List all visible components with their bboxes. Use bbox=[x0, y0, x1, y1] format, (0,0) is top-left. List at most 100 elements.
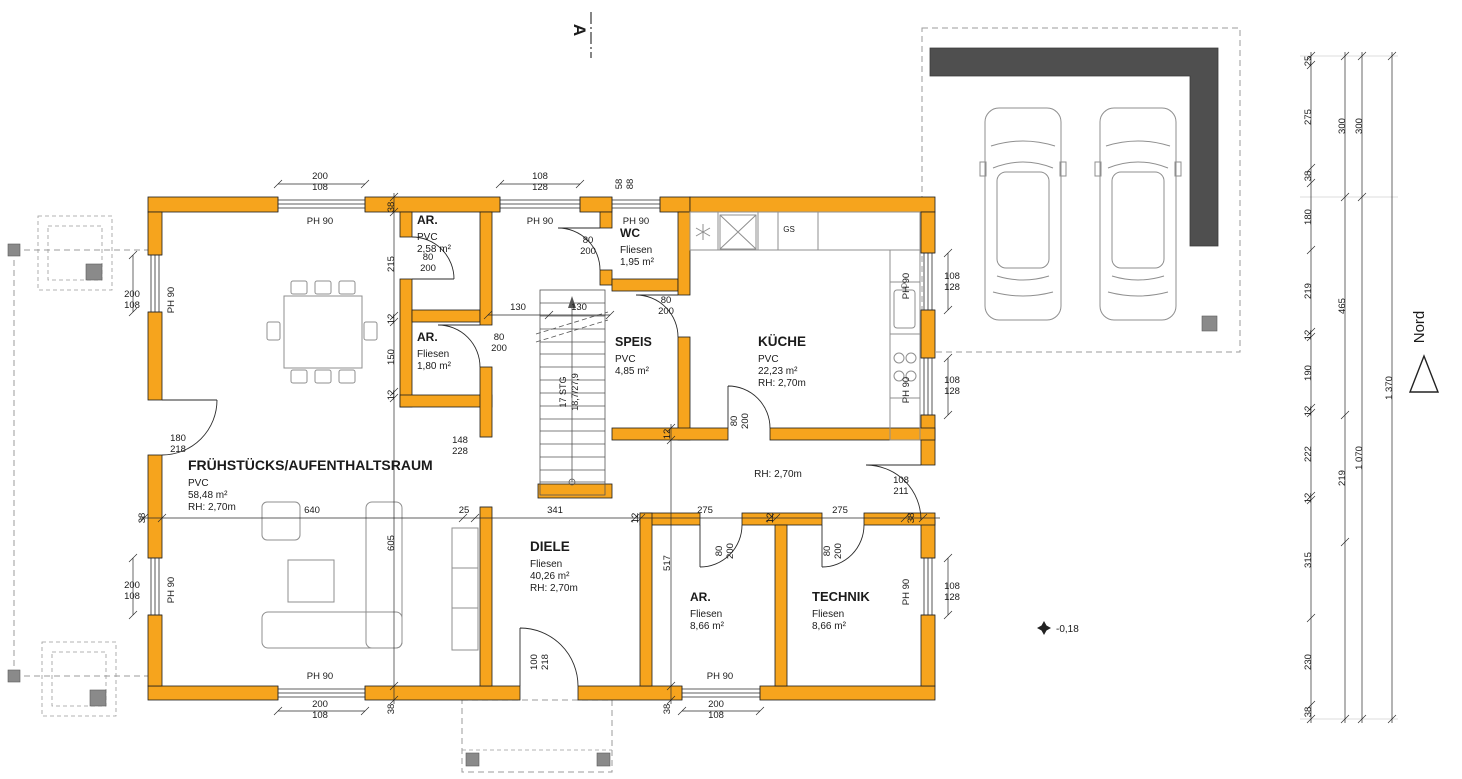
north-arrow: Nord bbox=[1408, 311, 1440, 393]
dim-label: 300 bbox=[1354, 118, 1365, 134]
room-detail: 2,58 m² bbox=[417, 244, 452, 255]
dim-label: 517 bbox=[662, 555, 673, 571]
room-detail: PVC bbox=[615, 354, 636, 365]
parapet-label: PH 90 bbox=[707, 671, 733, 682]
window bbox=[921, 557, 935, 616]
dim-label: 218 bbox=[170, 444, 186, 455]
dim-label: 148 bbox=[452, 435, 468, 446]
parapet-label: PH 90 bbox=[623, 216, 649, 227]
dim-label: 230 bbox=[1303, 654, 1314, 670]
room-detail: 8,66 m² bbox=[690, 621, 725, 632]
room-detail: PVC bbox=[188, 478, 209, 489]
dim-label: 12 bbox=[630, 513, 641, 524]
technik-door bbox=[821, 524, 865, 568]
dim-label: 108 bbox=[124, 300, 140, 311]
dining-table bbox=[283, 295, 363, 369]
room-detail: Fliesen bbox=[620, 245, 652, 256]
dim-label: 605 bbox=[386, 535, 397, 551]
dim-label: 200 bbox=[708, 699, 724, 710]
room-detail: RH: 2,70m bbox=[758, 378, 806, 389]
dim-label: 88 bbox=[625, 179, 636, 190]
room-name: FRÜHSTÜCKS/AUFENTHALTSRAUM bbox=[188, 457, 433, 473]
stove-burner bbox=[905, 370, 917, 382]
carport bbox=[921, 27, 1241, 353]
dim-label: 275 bbox=[832, 505, 848, 516]
doors bbox=[161, 227, 922, 687]
dim-label: 12 bbox=[386, 314, 397, 325]
room-detail: 1,80 m² bbox=[417, 361, 452, 372]
room-name: AR. bbox=[690, 590, 711, 604]
kitchen-counter bbox=[689, 211, 921, 251]
dim-label: 1 370 bbox=[1384, 376, 1395, 400]
coffee-table bbox=[287, 559, 335, 603]
dim-label: 1 070 bbox=[1354, 446, 1365, 470]
dim-label: 58 bbox=[614, 179, 625, 190]
carport-wall bbox=[929, 47, 1219, 247]
dim-label: 128 bbox=[532, 182, 548, 193]
furniture bbox=[261, 280, 479, 651]
armchair bbox=[261, 501, 301, 541]
stairs-label-2: 18,7/27,9 bbox=[570, 373, 580, 411]
terrace-post bbox=[7, 243, 21, 257]
room-detail: 8,66 m² bbox=[812, 621, 847, 632]
dim-label: 180 bbox=[1303, 209, 1314, 225]
terrace-outline bbox=[7, 215, 148, 717]
dim-label: 38 bbox=[1303, 707, 1314, 718]
car-icon bbox=[979, 107, 1067, 321]
dim-label: 190 bbox=[1303, 365, 1314, 381]
room-detail: 22,23 m² bbox=[758, 366, 798, 377]
porch-outline bbox=[461, 699, 613, 773]
parapet-label: PH 90 bbox=[527, 216, 553, 227]
room-detail: 1,95 m² bbox=[620, 257, 655, 268]
chair bbox=[266, 321, 281, 341]
window bbox=[921, 357, 935, 416]
north-arrow-icon bbox=[1408, 354, 1440, 393]
kitchen-door bbox=[727, 385, 771, 429]
parapet-label: PH 90 bbox=[307, 671, 333, 682]
dim-label: 200 bbox=[420, 263, 436, 274]
room-name: AR. bbox=[417, 213, 438, 227]
dim-label: 38 bbox=[386, 202, 397, 213]
carport-post bbox=[1201, 315, 1218, 332]
stove-burner bbox=[905, 352, 917, 364]
parapet-label: PH 90 bbox=[901, 273, 912, 299]
room-detail: RH: 2,70m bbox=[530, 583, 578, 594]
window bbox=[148, 254, 162, 313]
car-icon bbox=[1094, 107, 1182, 321]
dim-label: 200 bbox=[833, 543, 844, 559]
chair bbox=[338, 280, 356, 295]
wc-door bbox=[557, 227, 601, 271]
room-detail: Fliesen bbox=[812, 609, 844, 620]
room-name: TECHNIK bbox=[812, 589, 870, 604]
sofa bbox=[261, 611, 403, 649]
chair bbox=[290, 280, 308, 295]
terrace-door bbox=[161, 399, 218, 456]
dim-label: 12 bbox=[386, 390, 397, 401]
dim-label: 200 bbox=[124, 580, 140, 591]
dim-label: 108 bbox=[312, 182, 328, 193]
speis-door bbox=[635, 294, 679, 338]
hall-cabinet bbox=[451, 527, 479, 651]
dim-label: 130 bbox=[510, 302, 526, 313]
stair-direction-arrow bbox=[568, 296, 576, 308]
stove-burner bbox=[893, 370, 905, 382]
height-note: RH: 2,70m bbox=[754, 469, 802, 480]
room-detail: RH: 2,70m bbox=[188, 502, 236, 513]
dim-label: 219 bbox=[1337, 470, 1348, 486]
room-detail: 40,26 m² bbox=[530, 571, 570, 582]
room-detail: Fliesen bbox=[690, 609, 722, 620]
chair bbox=[290, 369, 308, 384]
dim-label: 108 bbox=[312, 710, 328, 721]
dim-label: 38 bbox=[1303, 171, 1314, 182]
dim-label: 25 bbox=[459, 505, 470, 516]
dim-label: 38 bbox=[662, 704, 673, 715]
room-name: KÜCHE bbox=[758, 334, 806, 349]
dim-label: 80 bbox=[714, 546, 725, 557]
dim-label: 38 bbox=[906, 513, 917, 524]
window bbox=[611, 197, 661, 212]
dimension-lines bbox=[128, 51, 1398, 724]
dim-label: 25 bbox=[1303, 56, 1314, 67]
sofa bbox=[365, 501, 403, 649]
